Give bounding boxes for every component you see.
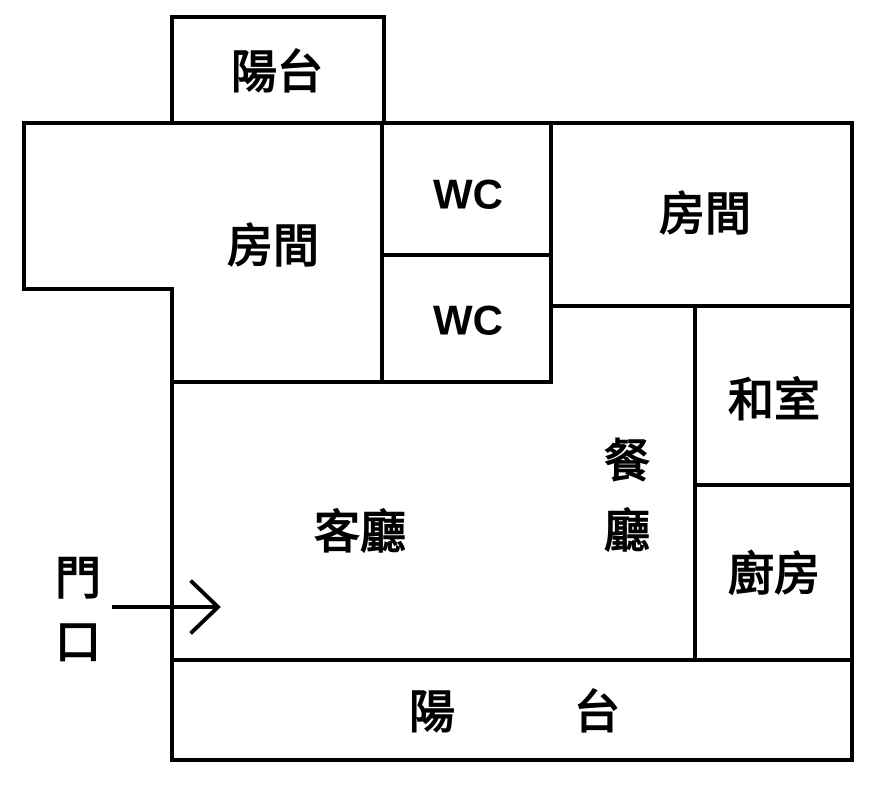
dining-label-bottom: 廳: [604, 504, 650, 558]
wc-upper-label: WC: [433, 171, 503, 218]
bedroom-left-label: 房間: [227, 219, 319, 273]
walls: [22, 15, 854, 762]
balcony-bottom-label-left: 陽: [409, 685, 455, 739]
balcony-top-label: 陽台: [231, 45, 323, 99]
entrance-label-bottom: 口: [55, 615, 101, 669]
balcony-bottom-label-right: 台: [574, 685, 620, 739]
living-room-label: 客廳: [314, 505, 406, 559]
entrance-label-top: 門: [55, 551, 101, 605]
bedroom-right-label: 房間: [659, 187, 751, 241]
kitchen-label: 廚房: [728, 547, 820, 601]
entrance-arrow-icon: [112, 579, 221, 635]
wc-lower-label: WC: [433, 297, 503, 344]
japanese-room-label: 和室: [728, 373, 820, 427]
dining-label-top: 餐: [604, 434, 651, 488]
